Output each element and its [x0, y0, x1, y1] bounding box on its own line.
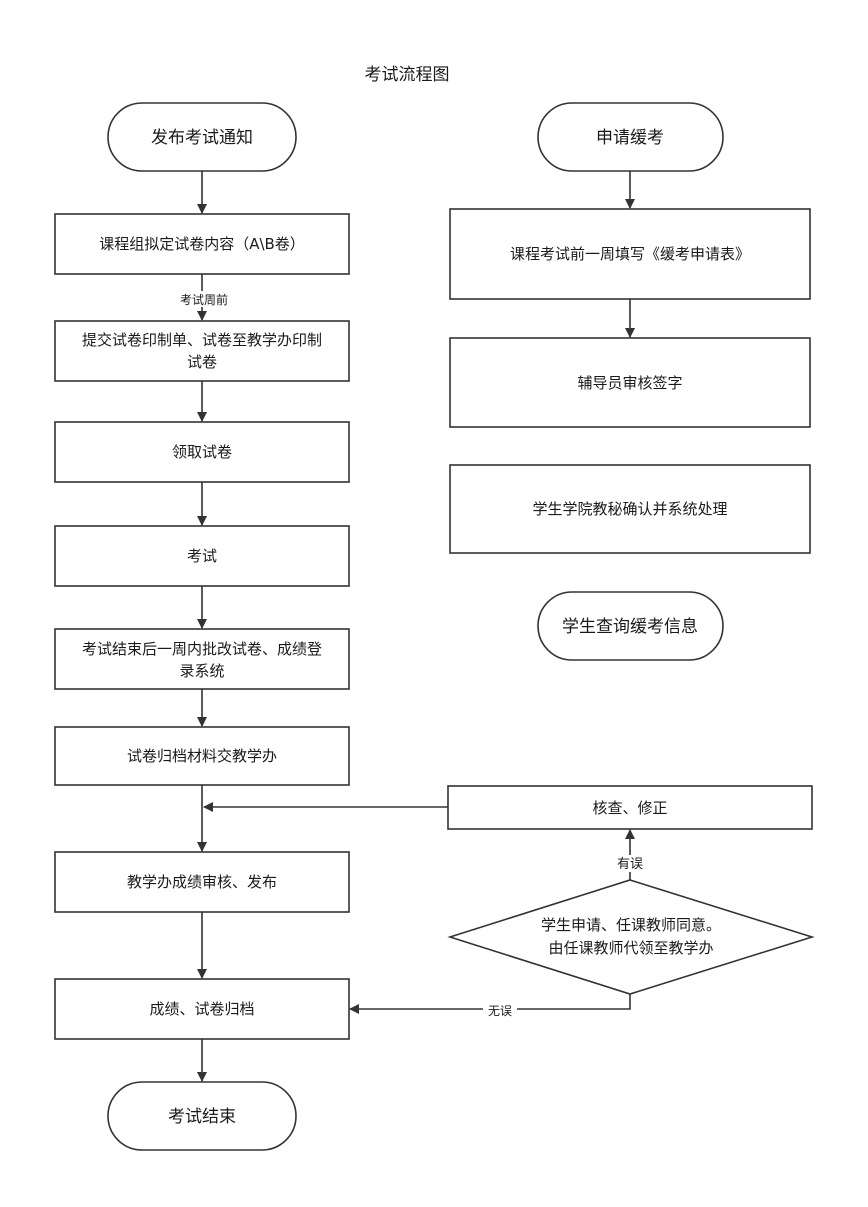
- left-step-print-label-2: 试卷: [187, 353, 217, 371]
- right-step-secretary-label: 学生学院教秘确认并系统处理: [532, 500, 727, 518]
- left-step-print: [54, 320, 350, 382]
- right-step-form-label: 课程考试前一周填写《缓考申请表》: [510, 245, 750, 263]
- diagram-title: 考试流程图: [365, 65, 450, 85]
- left-step-final-archive-label: 成绩、试卷归档: [149, 1000, 254, 1018]
- no-label-bg: [483, 1002, 517, 1018]
- left-step-grade-label-2: 录系统: [179, 662, 224, 680]
- left-end-label: 考试结束: [168, 1107, 236, 1127]
- right-step-counselor: [449, 337, 811, 428]
- left-step-collect-label: 领取试卷: [172, 443, 232, 461]
- right-start-label: 申请缓考: [596, 128, 664, 148]
- right-end-terminal: [537, 591, 724, 661]
- left-step-review: [54, 851, 350, 913]
- left-step-draft: [54, 213, 350, 275]
- left-step-archive-submit-label: 试卷归档材料交教学办: [127, 747, 277, 765]
- decision-diamond: [447, 879, 815, 995]
- decision-label-2: 由任课教师代领至教学办: [548, 939, 713, 957]
- edge-label-exam-week: 考试周前: [180, 292, 228, 307]
- left-step-draft-label: 课程组拟定试卷内容（A\B卷）: [99, 235, 305, 253]
- right-step-counselor-label: 辅导员审核签字: [577, 374, 682, 392]
- left-end-terminal: [107, 1081, 297, 1151]
- fix-box: [447, 785, 813, 830]
- right-end-label: 学生查询缓考信息: [562, 617, 698, 637]
- left-step-exam-label: 考试: [187, 547, 217, 565]
- right-step-secretary: [449, 464, 811, 554]
- arrow-decision-to-archive: [349, 994, 631, 1014]
- left-step-print-label-1: 提交试卷印制单、试卷至教学办印制: [82, 331, 322, 349]
- left-step-collect: [54, 421, 350, 483]
- left-step-grade-label-1: 考试结束后一周内批改试卷、成绩登: [82, 640, 322, 658]
- left-step-archive-submit: [54, 726, 350, 786]
- left-step-review-label: 教学办成绩审核、发布: [127, 873, 277, 891]
- yes-label-bg: [612, 855, 648, 872]
- fix-box-label: 核查、修正: [592, 799, 667, 817]
- no-label: 无误: [488, 1004, 512, 1018]
- right-step-form: [449, 208, 811, 300]
- left-step-grade: [54, 628, 350, 690]
- left-start-label: 发布考试通知: [151, 128, 253, 148]
- yes-label: 有误: [617, 857, 643, 872]
- edge-label-bg: [170, 291, 236, 307]
- decision-label-1: 学生申请、任课教师同意。: [541, 916, 721, 934]
